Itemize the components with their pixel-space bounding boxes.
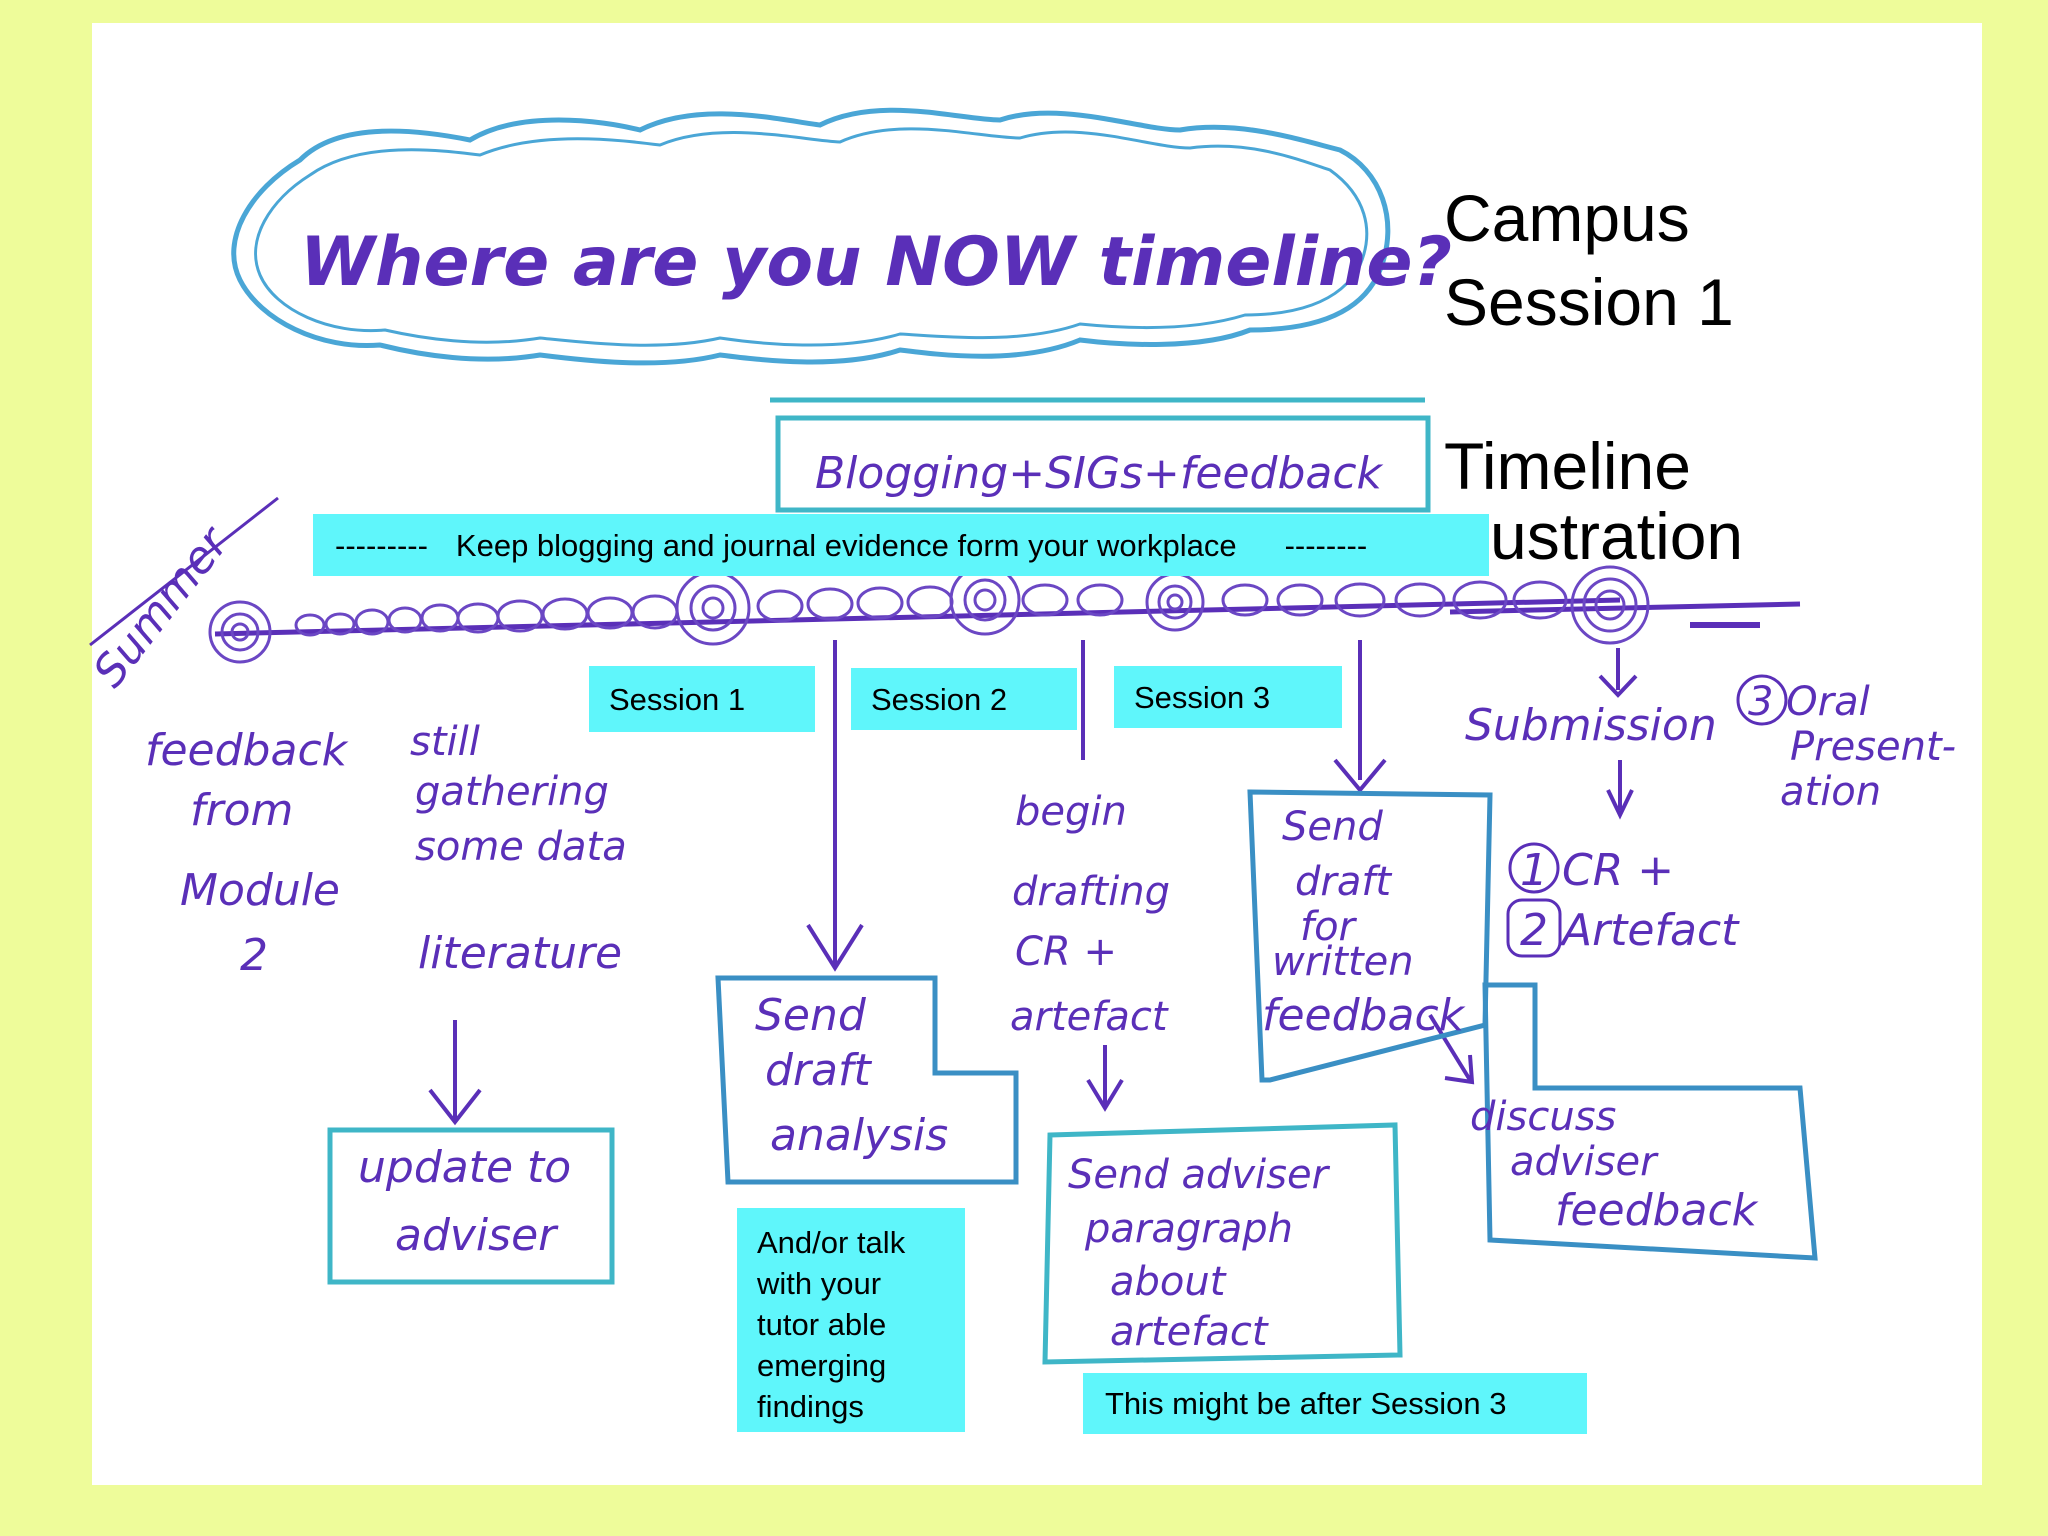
svg-text:adviser: adviser	[395, 1210, 559, 1261]
svg-text:discuss: discuss	[1470, 1094, 1616, 1140]
svg-text:feedback: feedback	[145, 725, 349, 776]
svg-text:analysis: analysis	[770, 1110, 948, 1161]
svg-text:3 Oral: 3 Oral	[1748, 679, 1870, 725]
svg-text:update to: update to	[358, 1142, 571, 1193]
svg-text:Send adviser: Send adviser	[1068, 1152, 1331, 1198]
slide-title-line4-partial: ustration	[1490, 499, 1744, 573]
svg-text:artefact: artefact	[1010, 994, 1169, 1040]
after-session-3-note: This might be after Session 3	[1083, 1373, 1587, 1434]
svg-text:artefact: artefact	[1110, 1309, 1269, 1355]
slide-title-line3: Timeline	[1444, 429, 1691, 503]
slide-title-line1: Campus	[1444, 181, 1690, 255]
talk-tutor-note: And/or talk with your tutor able emergin…	[737, 1208, 965, 1432]
cloud-title-text: Where are you NOW timeline?	[300, 223, 1452, 302]
timeline-line	[214, 597, 1621, 637]
blogging-box-text: Blogging+SIGs+feedback	[815, 448, 1384, 499]
svg-text:from: from	[190, 785, 293, 836]
keep-blogging-banner: --------- Keep blogging and journal evid…	[313, 514, 1489, 576]
svg-text:feedback: feedback	[1262, 990, 1466, 1041]
svg-text:gathering: gathering	[415, 769, 609, 815]
svg-text:1 CR +: 1 CR +	[1520, 845, 1674, 896]
svg-text:feedback: feedback	[1555, 1185, 1759, 1236]
svg-text:about: about	[1110, 1259, 1227, 1305]
svg-text:literature: literature	[418, 928, 622, 979]
svg-text:ation: ation	[1780, 769, 1881, 815]
title-cloud-inner	[254, 127, 1369, 347]
svg-text:still: still	[410, 719, 480, 765]
timeline-loops	[208, 564, 1650, 664]
svg-text:draft: draft	[1295, 859, 1392, 905]
svg-text:drafting: drafting	[1012, 869, 1170, 915]
svg-text:draft: draft	[765, 1045, 872, 1096]
svg-text:CR +: CR +	[1015, 929, 1117, 975]
update-adviser-box	[327, 1127, 615, 1285]
svg-text:2 Artefact: 2 Artefact	[1520, 905, 1740, 956]
title-cloud	[231, 107, 1391, 366]
session-2-label: Session 2	[851, 668, 1077, 730]
handwriting-left: feedback from Module 2 still gathering s…	[145, 719, 627, 981]
svg-text:2: 2	[240, 930, 268, 981]
banner-left-dashes: ---------	[335, 527, 428, 563]
svg-text:written: written	[1272, 939, 1414, 985]
begin-drafting-text: begin drafting CR + artefact	[1010, 789, 1170, 1040]
svg-text:paragraph: paragraph	[1084, 1206, 1293, 1252]
submission-text: Submission	[1465, 700, 1717, 751]
slide-title-line2: Session 1	[1444, 265, 1734, 339]
svg-text:Present-: Present-	[1790, 724, 1956, 770]
summer-text: Summer	[83, 516, 240, 697]
svg-text:begin: begin	[1015, 789, 1127, 835]
svg-text:some data: some data	[415, 824, 627, 870]
timeline-arrows	[428, 640, 1638, 1126]
send-draft-analysis-box	[715, 975, 1019, 1185]
blogging-box	[775, 415, 1431, 513]
svg-text:Module: Module	[180, 865, 340, 916]
send-draft-feedback-box	[1247, 789, 1493, 1083]
svg-text:adviser: adviser	[1510, 1139, 1659, 1185]
svg-text:Send: Send	[755, 990, 867, 1041]
send-adviser-paragraph-box	[1042, 1122, 1403, 1365]
svg-text:for: for	[1300, 904, 1358, 950]
session-3-label: Session 3	[1114, 666, 1342, 728]
banner-text: Keep blogging and journal evidence form …	[455, 527, 1237, 563]
banner-right-dashes: --------	[1284, 527, 1368, 563]
slide-title: Campus Session 1 Timeline	[1444, 176, 1764, 508]
session-1-label: Session 1	[589, 666, 815, 732]
discuss-adviser-box	[1482, 982, 1818, 1261]
slide-canvas	[92, 23, 1982, 1485]
svg-text:Send: Send	[1282, 804, 1383, 850]
